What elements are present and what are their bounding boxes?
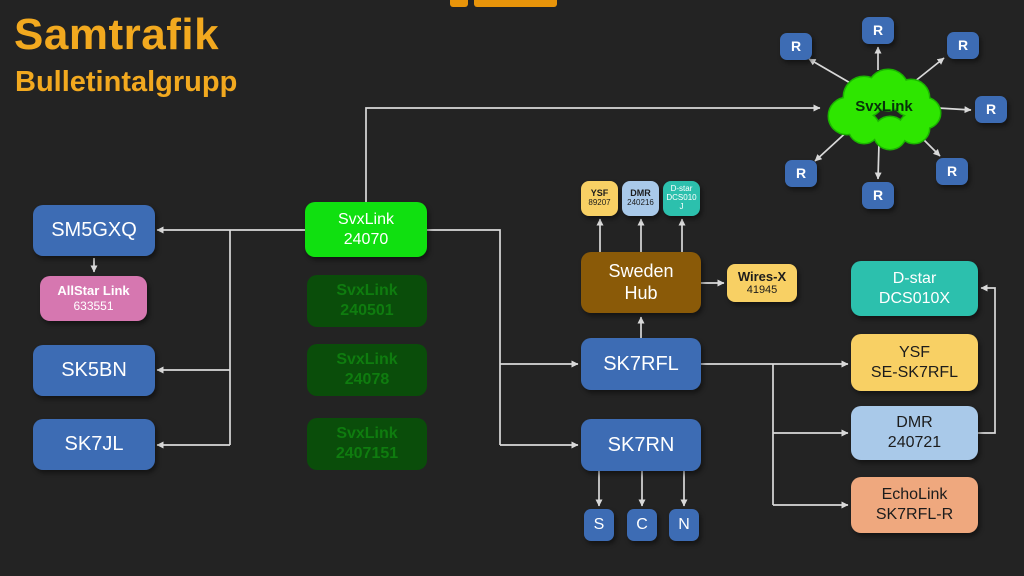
node-sk7jl: SK7JL xyxy=(33,419,155,470)
node-dstar-dcs010j: D-star DCS010 J xyxy=(663,181,700,216)
page-title: Samtrafik xyxy=(14,10,220,59)
node-label: SM5GXQ xyxy=(51,219,137,242)
node-label: R xyxy=(790,37,802,54)
cropped-logo-right xyxy=(474,0,557,7)
node-label: SvxLink xyxy=(336,351,398,369)
node-label: DMR xyxy=(630,188,651,199)
node-label: YSF xyxy=(898,343,931,361)
node-sm5gxq: SM5GXQ xyxy=(33,205,155,256)
node-sublabel: SE-SK7RFL xyxy=(870,363,959,381)
node-s: S xyxy=(584,509,614,541)
node-sublabel: SK7RFL-R xyxy=(875,506,954,523)
node-label: Wires-X xyxy=(737,268,787,284)
node-sublabel: 633551 xyxy=(73,299,114,314)
node-sweden-hub: Sweden Hub xyxy=(581,252,701,313)
node-repeater-4: R xyxy=(975,96,1007,123)
node-svxlink-24070: SvxLink 24070 xyxy=(305,202,427,257)
edge-cloud-r1 xyxy=(808,58,853,85)
edge-svxlink-to-cloud xyxy=(365,104,821,203)
page-subtitle: Bulletintalgrupp xyxy=(15,66,238,98)
node-label: EchoLink xyxy=(881,486,948,504)
cropped-logo-left xyxy=(450,0,468,7)
node-label: SK7RFL xyxy=(603,352,679,375)
node-sublabel: DCS010X xyxy=(878,289,951,307)
node-sk7rn: SK7RN xyxy=(581,419,701,471)
node-label: R xyxy=(957,36,969,53)
node-label: SvxLink xyxy=(336,425,398,443)
node-dstar-dcs010x: D-star DCS010X xyxy=(851,261,978,316)
node-repeater-5: R xyxy=(936,158,968,185)
node-label: D-star xyxy=(892,269,937,287)
node-label: D-star xyxy=(670,184,693,194)
node-repeater-7: R xyxy=(785,160,817,187)
node-repeater-3: R xyxy=(947,32,979,59)
node-dmr-240216: DMR 240216 xyxy=(622,181,659,216)
edge-dmrout-to-dstarout xyxy=(978,284,996,434)
node-label: AllStar Link xyxy=(57,283,130,299)
node-label: SK7JL xyxy=(64,433,124,456)
node-label: C xyxy=(636,516,648,534)
node-c: C xyxy=(627,509,657,541)
node-sublabel: DCS010 xyxy=(666,193,697,203)
node-label: SvxLink xyxy=(336,282,398,300)
node-echolink: EchoLink SK7RFL-R xyxy=(851,477,978,533)
node-ysf-se-sk7rfl: YSF SE-SK7RFL xyxy=(851,334,978,391)
node-sk5bn: SK5BN xyxy=(33,345,155,396)
edge-cloud-r6 xyxy=(874,142,882,180)
node-label: SK5BN xyxy=(61,359,127,382)
edges xyxy=(90,46,996,509)
node-sublabel: Hub xyxy=(624,282,658,303)
node-svxlink-2407151: SvxLink 2407151 xyxy=(307,418,427,470)
node-wiresx: Wires-X 41945 xyxy=(727,264,797,302)
node-label: Sweden xyxy=(608,260,674,281)
node-label: SK7RN xyxy=(607,433,675,456)
node-label: YSF xyxy=(590,188,609,199)
edge-cloud-r3 xyxy=(913,57,945,83)
node-sublabel: 24070 xyxy=(343,230,389,248)
node-sublabel: 240216 xyxy=(627,198,654,208)
node-label: N xyxy=(678,516,690,534)
edge-cloud-r4 xyxy=(937,106,972,114)
node-sublabel: 89207 xyxy=(588,198,611,208)
node-label: R xyxy=(795,164,807,181)
node-n: N xyxy=(669,509,699,541)
node-sublabel: 240721 xyxy=(887,434,942,451)
node-sublabel: 41945 xyxy=(746,284,778,297)
node-repeater-2: R xyxy=(862,17,894,44)
node-label: S xyxy=(593,516,605,534)
node-sublabel: 2407151 xyxy=(335,445,399,462)
node-sublabel: 240501 xyxy=(340,302,394,319)
svxlink-cloud-icon xyxy=(827,68,942,151)
node-svxlink-240501: SvxLink 240501 xyxy=(307,275,427,327)
node-sublabel2: J xyxy=(679,201,684,211)
node-label: SvxLink xyxy=(337,210,395,228)
node-svxlink-24078: SvxLink 24078 xyxy=(307,344,427,396)
node-label: R xyxy=(872,21,884,38)
node-label: R xyxy=(872,186,884,203)
cloud-label: SvxLink xyxy=(855,98,913,115)
node-sublabel: 24078 xyxy=(344,371,390,388)
node-sk7rfl: SK7RFL xyxy=(581,338,701,390)
node-repeater-1: R xyxy=(780,33,812,60)
node-dmr-240721: DMR 240721 xyxy=(851,406,978,460)
node-allstar-link: AllStar Link 633551 xyxy=(40,276,147,321)
edge-right-bus xyxy=(427,229,501,445)
node-label: R xyxy=(985,100,997,117)
node-ysf-89207: YSF 89207 xyxy=(581,181,618,216)
node-repeater-6: R xyxy=(862,182,894,209)
node-label: DMR xyxy=(896,414,933,432)
node-label: R xyxy=(946,162,958,179)
